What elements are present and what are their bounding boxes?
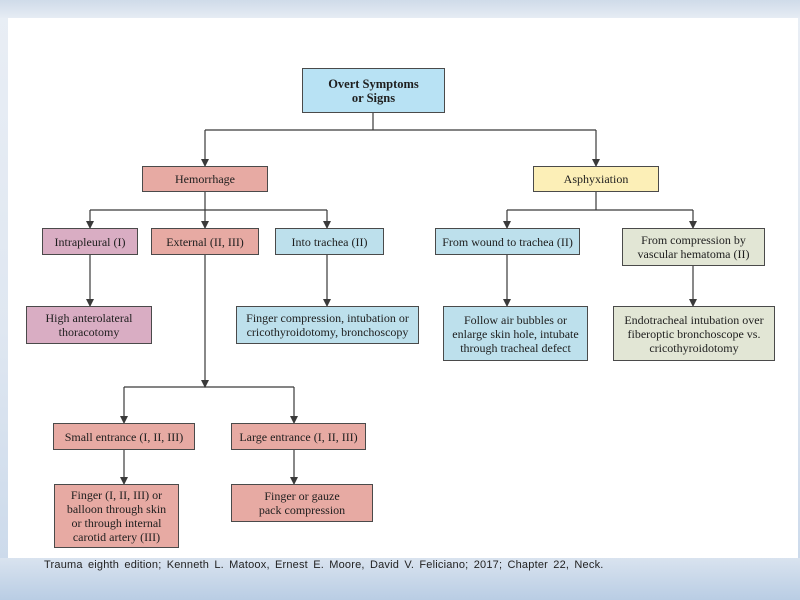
finger-gauze-node: Finger or gauze pack compression xyxy=(231,484,373,522)
air-bubbles-node: Follow air bubbles or enlarge skin hole,… xyxy=(443,306,588,361)
asphyxiation-node: Asphyxiation xyxy=(533,166,659,192)
external-node: External (II, III) xyxy=(151,228,259,255)
wound-to-trachea-node: From wound to trachea (II) xyxy=(435,228,580,255)
root-node: Overt Symptoms or Signs xyxy=(302,68,445,113)
slide-footer-band xyxy=(0,558,800,600)
finger-compression-node: Finger compression, intubation or cricot… xyxy=(236,306,419,344)
source-citation: Trauma eighth edition; Kenneth L. Matoox… xyxy=(44,559,604,571)
finger-balloon-node: Finger (I, II, III) or balloon through s… xyxy=(54,484,179,548)
large-entrance-node: Large entrance (I, II, III) xyxy=(231,423,366,450)
small-entrance-node: Small entrance (I, II, III) xyxy=(53,423,195,450)
thoracotomy-node: High anterolateral thoracotomy xyxy=(26,306,152,344)
into-trachea-node: Into trachea (II) xyxy=(275,228,384,255)
slide-top-band xyxy=(0,0,800,18)
intrapleural-node: Intrapleural (I) xyxy=(42,228,138,255)
endotracheal-node: Endotracheal intubation over fiberoptic … xyxy=(613,306,775,361)
compression-hematoma-node: From compression by vascular hematoma (I… xyxy=(622,228,765,266)
hemorrhage-node: Hemorrhage xyxy=(142,166,268,192)
